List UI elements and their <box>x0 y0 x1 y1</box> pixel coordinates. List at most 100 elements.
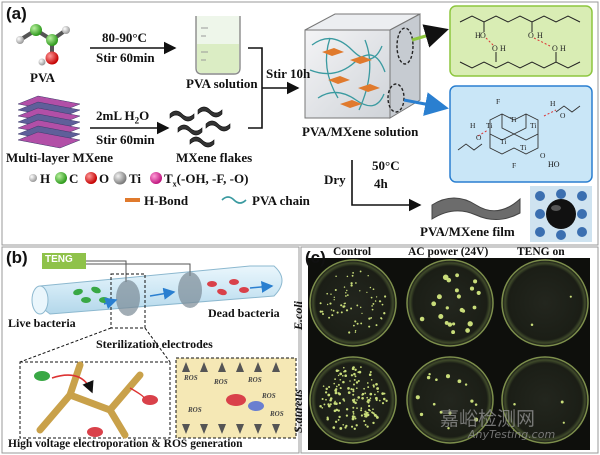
panel-b-letter: (b) <box>6 248 28 267</box>
beaker-icon <box>195 16 241 75</box>
colony-dot <box>371 305 373 307</box>
colony-dot <box>474 403 478 406</box>
colony-dot <box>378 399 381 402</box>
mxene-flakes-label: MXene flakes <box>176 150 253 165</box>
colony-dot <box>326 416 329 419</box>
colony-dot <box>354 331 357 333</box>
colony-dot <box>368 317 371 320</box>
colony-dot <box>444 320 449 325</box>
colony-dot <box>469 286 475 291</box>
colony-dot <box>560 400 564 404</box>
colony-dot <box>426 375 431 380</box>
colony-dot <box>319 302 322 305</box>
colony-dot <box>419 316 425 322</box>
colony-dot <box>356 407 358 409</box>
panel-a-letter: (a) <box>6 4 27 23</box>
colony-dot <box>354 320 357 323</box>
colony-dot <box>374 396 378 400</box>
colony-dot <box>346 289 348 292</box>
colony-dot <box>351 417 355 421</box>
colony-dot <box>415 395 420 400</box>
teng-box <box>42 253 86 269</box>
ros-tag-5: ROS <box>188 406 202 414</box>
legend-chain: PVA chain <box>252 193 310 208</box>
colony-dot <box>513 403 516 406</box>
svg-text:H: H <box>537 31 543 40</box>
live-bacteria-label: Live bacteria <box>8 316 76 330</box>
colony-dot <box>327 393 331 397</box>
colony-dot <box>472 305 477 310</box>
colony-dot <box>327 403 330 406</box>
colony-dot <box>337 374 340 377</box>
watermark-cn: 嘉峪检测网 <box>440 408 536 430</box>
colony-dot <box>343 366 345 369</box>
colony-dot <box>337 383 340 386</box>
colony-dot <box>366 291 368 294</box>
colony-dot <box>476 290 481 295</box>
colony-dot <box>342 375 344 377</box>
colony-dot <box>457 379 462 384</box>
colony-dot <box>364 392 367 395</box>
colony-dot <box>366 396 369 399</box>
colony-dot <box>451 330 456 335</box>
svg-text:O: O <box>540 151 546 160</box>
colony-dot <box>326 292 329 295</box>
colony-dot <box>339 372 343 376</box>
legend-c: C <box>69 171 79 186</box>
colony-dot <box>343 400 346 402</box>
colony-dot <box>360 407 363 410</box>
colony-dot <box>438 313 444 320</box>
colony-dot <box>355 424 358 427</box>
colony-dot <box>342 423 345 426</box>
colony-dot <box>381 392 385 395</box>
film-photo-icon <box>530 186 592 242</box>
colony-dot <box>428 372 431 376</box>
colony-dot <box>355 282 357 284</box>
colony-dot <box>349 380 351 382</box>
colony-dot <box>369 392 373 396</box>
colony-dot <box>368 404 371 408</box>
step1-temp: 80-90°C <box>102 30 147 45</box>
flow-tube <box>31 265 283 315</box>
colony-dot <box>347 391 351 394</box>
colony-dot <box>372 302 375 305</box>
colony-dot <box>375 324 378 327</box>
colony-dot <box>325 387 328 391</box>
colony-dot <box>329 397 333 400</box>
colony-dot <box>379 300 382 303</box>
colony-dot <box>366 413 370 417</box>
svg-text:H: H <box>550 99 556 108</box>
legend-hbond: H-Bond <box>144 193 189 208</box>
film-icon <box>431 197 521 220</box>
svg-text:Ti: Ti <box>500 137 506 146</box>
colony-dot <box>333 409 337 413</box>
colony-dot <box>345 309 349 312</box>
panel-c-letter: (c) <box>305 248 326 267</box>
column-control: Control <box>333 246 372 258</box>
colony-dot <box>360 322 363 325</box>
colony-dot <box>319 404 322 408</box>
colony-dot <box>360 366 362 368</box>
colony-dot <box>369 397 372 400</box>
colony-dot <box>530 323 534 327</box>
colony-dot <box>345 424 348 428</box>
row-ecoli: E.coli <box>291 301 305 330</box>
colony-dot <box>344 369 347 373</box>
colony-dot <box>470 399 474 403</box>
colony-dot <box>372 384 375 387</box>
colony-dot <box>321 312 325 316</box>
colony-dot <box>352 388 355 391</box>
colony-dot <box>473 279 478 284</box>
colony-dot <box>380 317 383 320</box>
colony-dot <box>357 379 360 383</box>
column-teng-on: TENG on <box>517 246 565 258</box>
colony-dot <box>448 411 452 415</box>
mxene-flakes-icon <box>169 106 231 148</box>
colony-dot <box>467 321 473 327</box>
colony-dot <box>331 314 334 317</box>
colony-dot <box>562 421 565 424</box>
colony-dot <box>354 329 357 332</box>
colony-dot <box>350 374 354 377</box>
colony-dot <box>461 309 466 313</box>
film-label: PVA/MXene film <box>420 224 515 239</box>
